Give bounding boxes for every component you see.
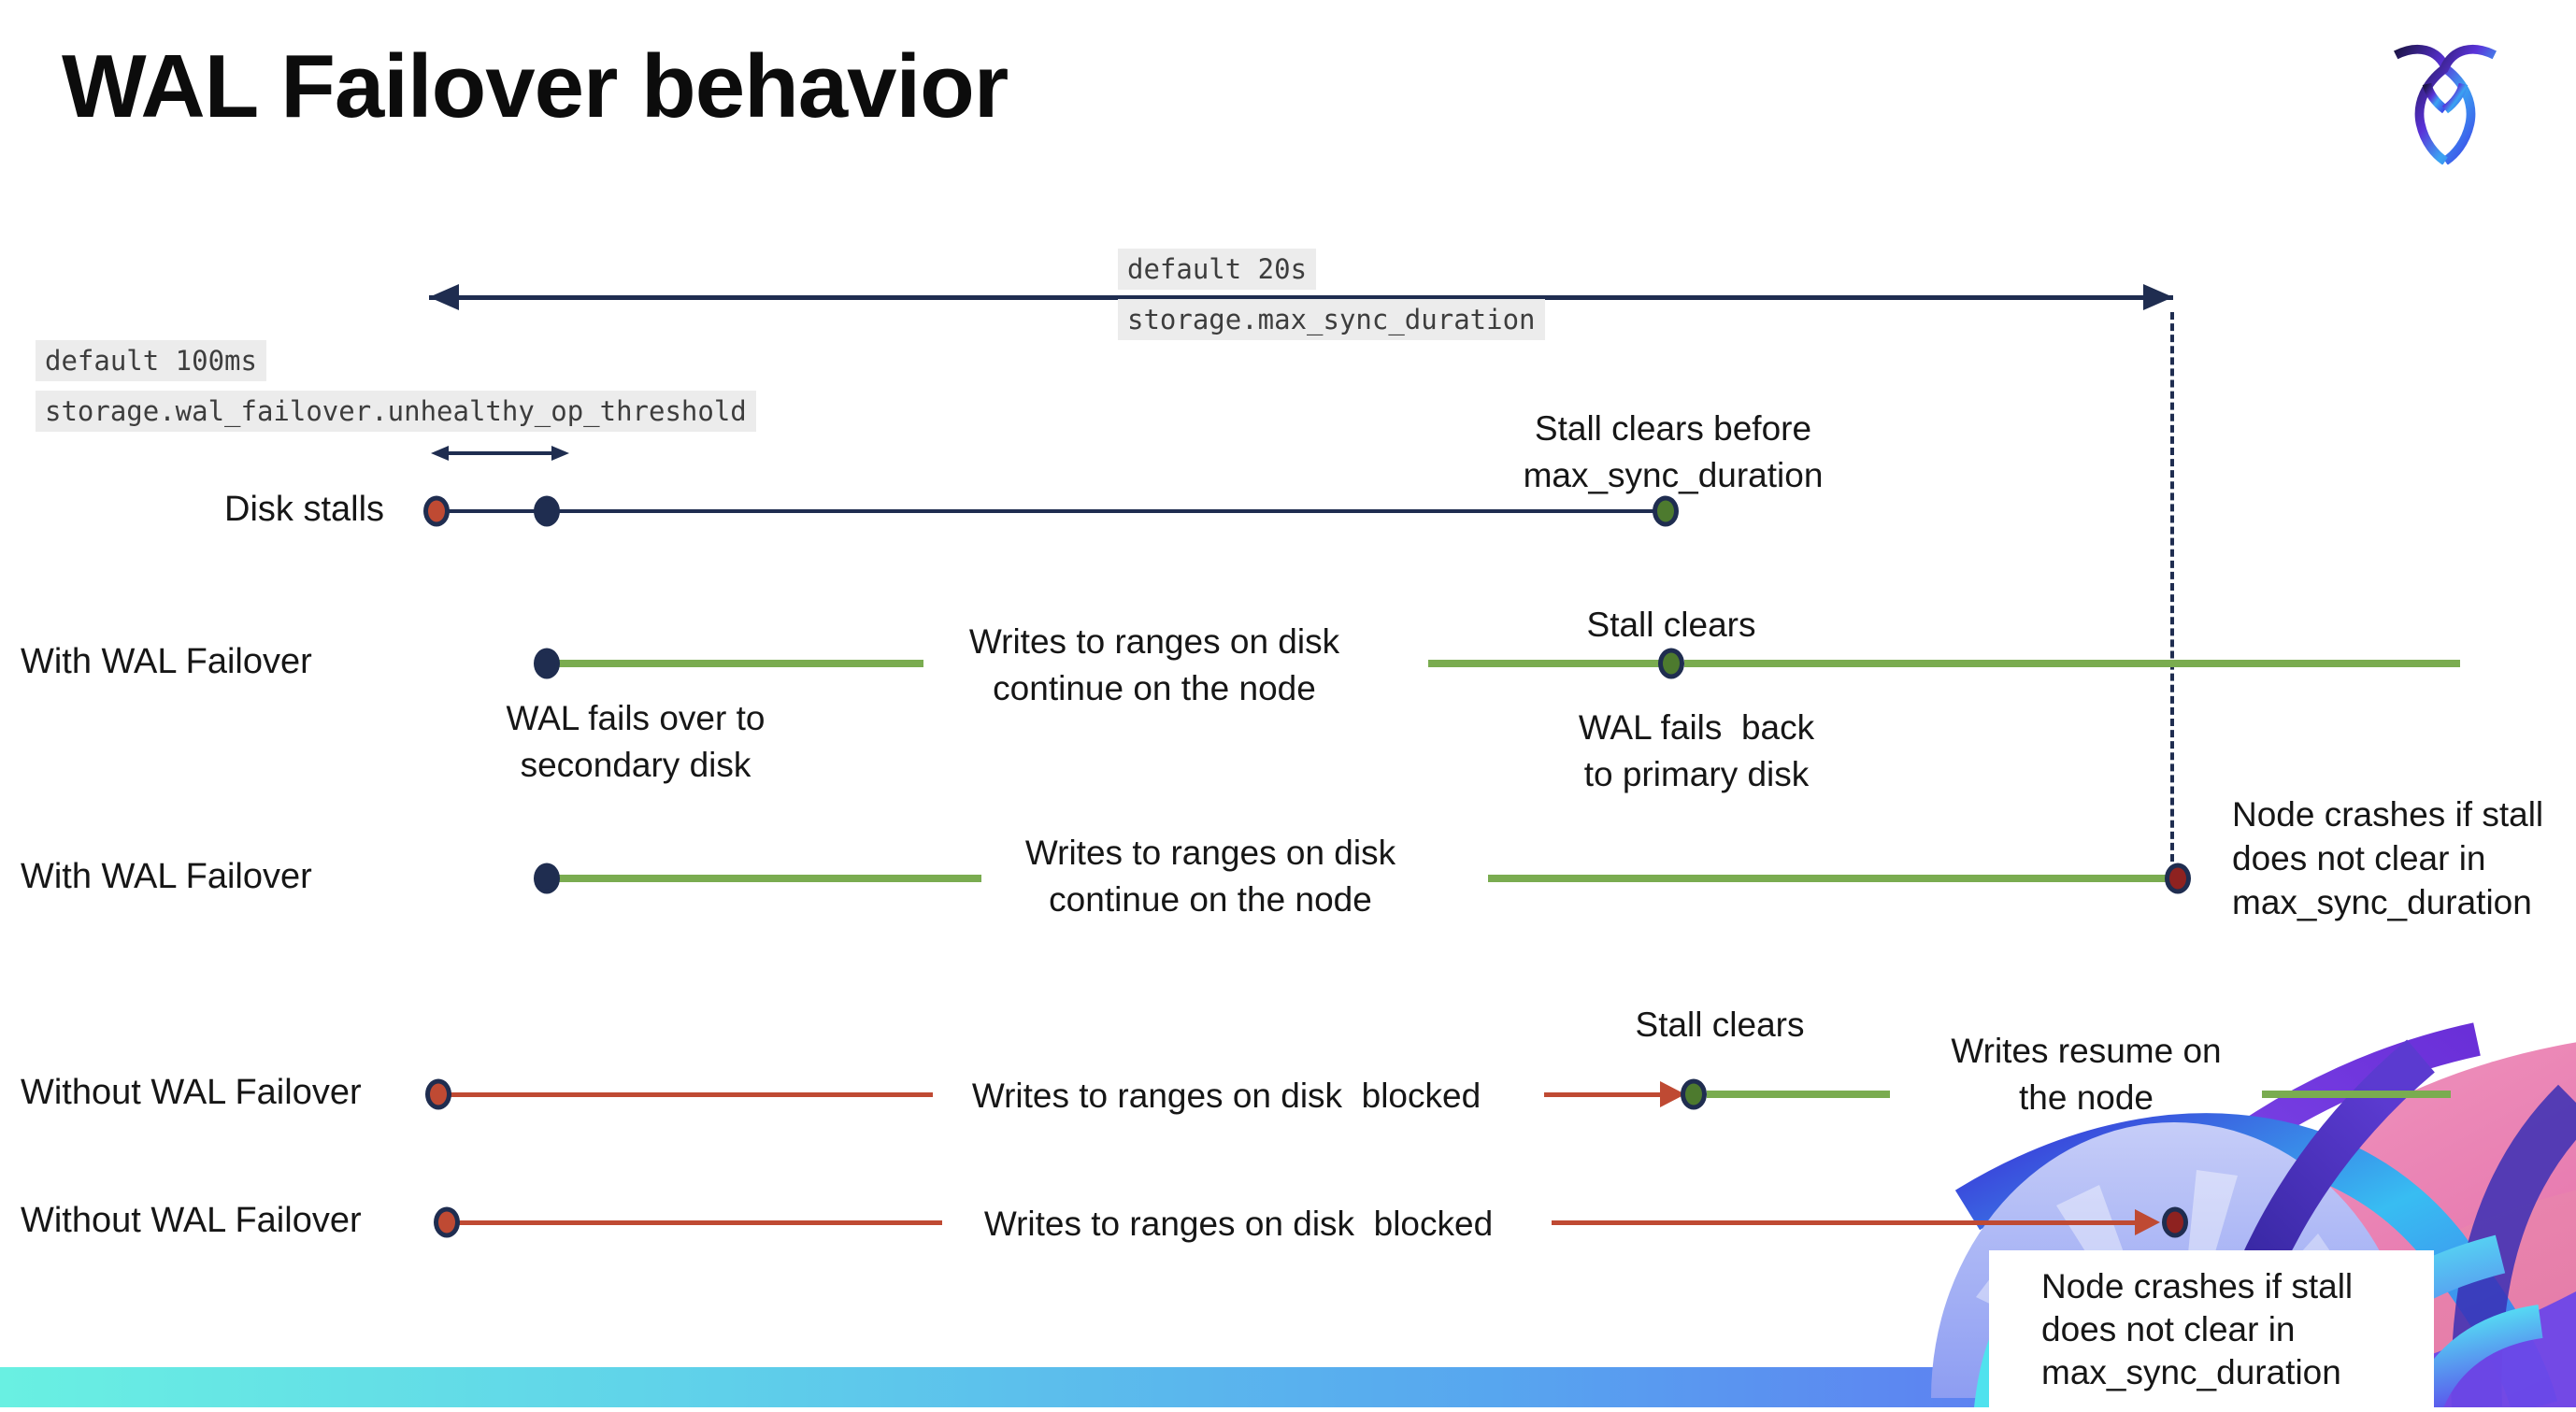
- stall-clears-before-note: Stall clears before max_sync_duration: [1523, 409, 1824, 494]
- arrow-right-head-icon: [2143, 284, 2173, 310]
- row-label-without-wal-failover-2: Without WAL Failover: [21, 1201, 362, 1240]
- stall-clears-note: Stall clears: [1586, 606, 1756, 644]
- max-sync-default-chip: default 20s: [1118, 249, 1317, 290]
- writes-continue-line: [559, 875, 981, 882]
- disk-stall-timeline: [435, 509, 1661, 513]
- writes-continue-line: [1684, 660, 2460, 667]
- row-label-disk-stalls: Disk stalls: [224, 490, 385, 529]
- arrow-right-head-icon: [551, 446, 569, 461]
- writes-resume-line: [2262, 1091, 2451, 1098]
- node-crash-callout: Node crashes if stall does not clear in …: [1989, 1250, 2434, 1407]
- arrow-left-head-icon: [431, 446, 449, 461]
- writes-blocked-line: [1544, 1092, 1660, 1097]
- writes-continue-note: Writes to ranges on disk continue on the…: [1024, 834, 1396, 919]
- stall-clears-dot: [1658, 648, 1684, 679]
- stall-start-dot: [434, 1206, 460, 1238]
- writes-continue-line: [1428, 660, 1659, 667]
- row-label-without-wal-failover-1: Without WAL Failover: [21, 1073, 362, 1112]
- writes-continue-line: [1488, 875, 2167, 882]
- writes-continue-note: Writes to ranges on disk continue on the…: [968, 622, 1340, 707]
- page-title: WAL Failover behavior: [62, 36, 1009, 136]
- arrow-line: [447, 451, 553, 455]
- threshold-setting-chip: storage.wal_failover.unhealthy_op_thresh…: [36, 391, 756, 432]
- cockroachdb-logo-icon: [2391, 41, 2499, 165]
- writes-continue-line: [559, 660, 923, 667]
- stall-start-dot: [423, 495, 450, 527]
- failover-dot: [534, 648, 560, 679]
- row-label-with-wal-failover-2: With WAL Failover: [21, 857, 312, 896]
- writes-blocked-line: [459, 1220, 942, 1225]
- node-crash-note: Node crashes if stall does not clear in …: [2232, 795, 2544, 921]
- stall-clears-dot: [1653, 495, 1679, 527]
- arrow-left-head-icon: [429, 284, 459, 310]
- writes-blocked-line: [451, 1092, 933, 1097]
- stall-clears-dot: [1681, 1078, 1707, 1110]
- writes-resume-line: [1707, 1091, 1890, 1098]
- writes-blocked-line: [1552, 1220, 2135, 1225]
- node-crash-dot: [2162, 1206, 2188, 1238]
- failover-dot: [534, 863, 560, 894]
- arrow-line: [429, 295, 2173, 300]
- writes-resume-note: Writes resume on the node: [1951, 1032, 2222, 1117]
- row-label-with-wal-failover-1: With WAL Failover: [21, 642, 312, 681]
- writes-blocked-note: Writes to ranges on disk blocked: [971, 1077, 1481, 1115]
- threshold-default-chip: default 100ms: [36, 340, 266, 381]
- writes-blocked-note: Writes to ranges on disk blocked: [983, 1205, 1494, 1243]
- failback-note: WAL fails back to primary disk: [1578, 708, 1815, 793]
- max-sync-boundary-dashed-line: [2170, 312, 2174, 862]
- failover-note: WAL fails over to secondary disk: [506, 699, 766, 784]
- node-crash-note: Node crashes if stall does not clear in …: [2041, 1267, 2354, 1391]
- threshold-reached-dot: [534, 495, 560, 527]
- stall-clears-note: Stall clears: [1635, 1006, 1805, 1044]
- stall-start-dot: [425, 1078, 451, 1110]
- red-arrow-head-icon: [2135, 1209, 2160, 1235]
- max-sync-setting-chip: storage.max_sync_duration: [1118, 299, 1545, 340]
- node-crash-dot: [2165, 863, 2191, 894]
